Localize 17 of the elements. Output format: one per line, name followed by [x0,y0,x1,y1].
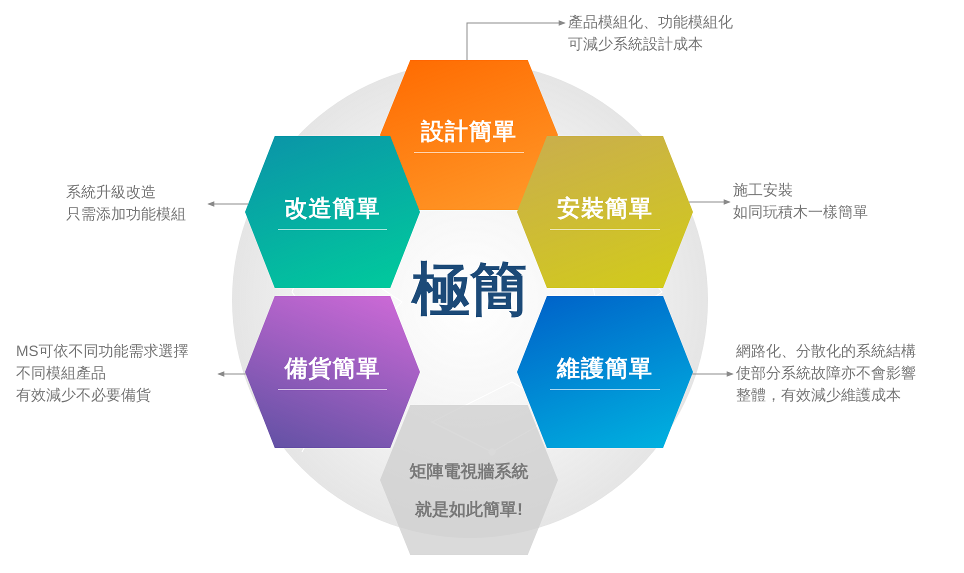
hexagon-label: 維護簡單 [557,354,653,383]
arrow [692,371,734,377]
center-title: 極簡 [412,261,528,319]
arrow [217,371,246,377]
hexagon-label: 安裝簡單 [557,194,653,223]
arrow [207,201,249,207]
hexagon-label: 矩陣電視牆系統就是如此簡單! [410,461,528,521]
hexagon-label: 備貨簡單 [284,354,380,383]
note-text: 網路化、分散化的系統結構使部分系統故障亦不會影響整體，有效減少維護成本 [736,341,956,407]
arrow [466,20,566,60]
note-text: 產品模組化、功能模組化可減少系統設計成本 [568,12,748,56]
hexagon-label: 設計簡單 [421,117,517,146]
note-text: 施工安裝如同玩積木一樣簡單 [733,180,873,224]
arrow [688,199,731,205]
hexagon-label: 改造簡單 [284,194,380,223]
note-text: MS可依不同功能需求選擇不同模組產品有效減少不必要備貨 [16,341,216,407]
note-text: 系統升級改造只需添加功能模組 [66,182,206,226]
